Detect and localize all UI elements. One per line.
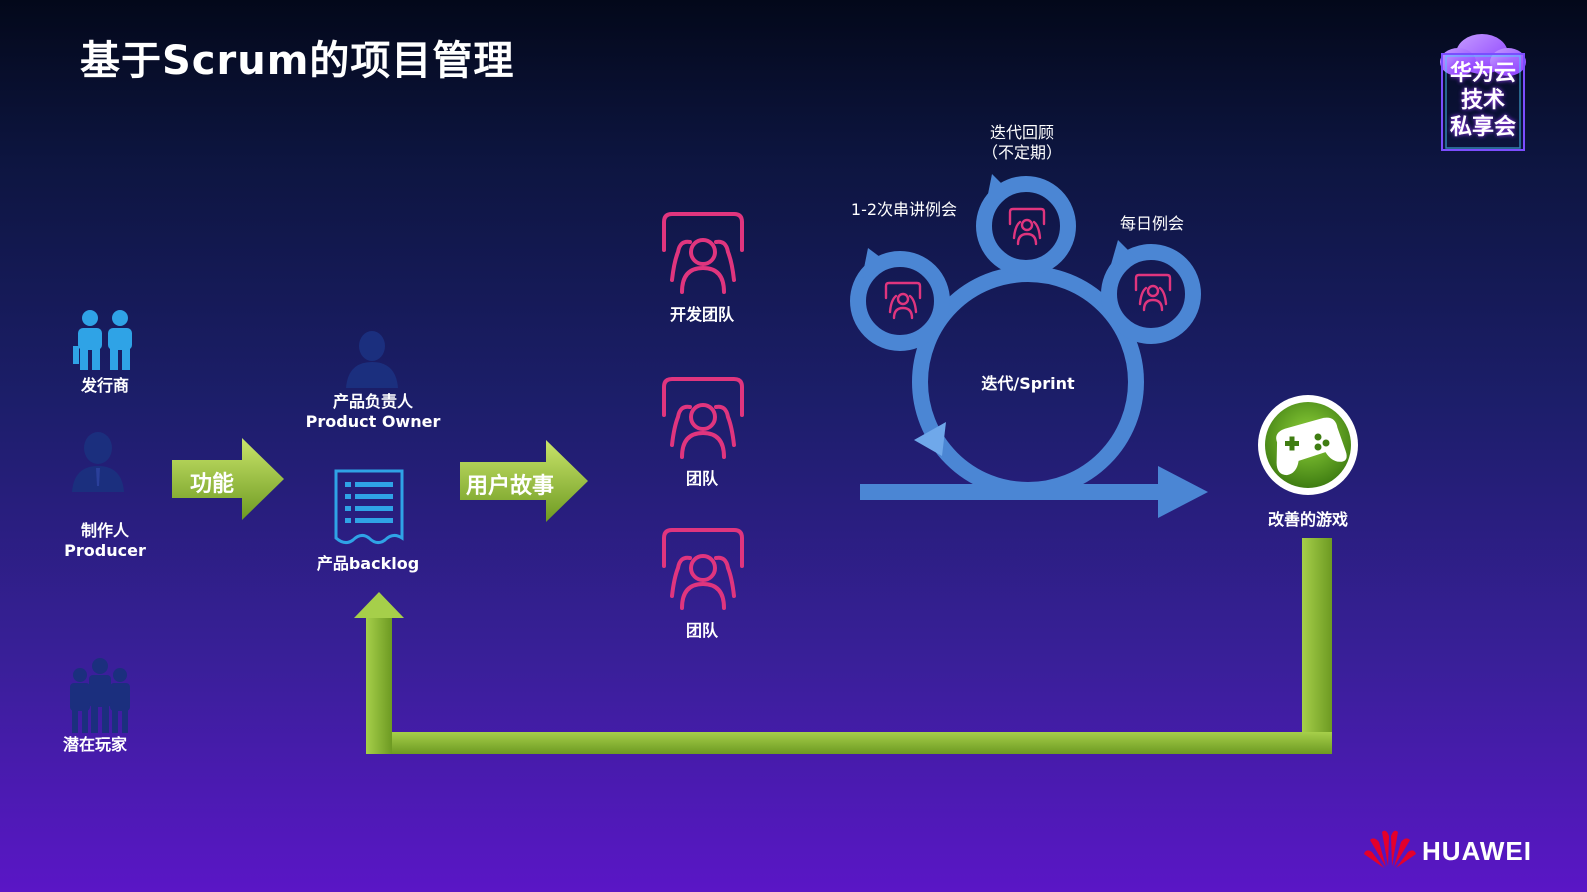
- left-loop-arrowhead: [862, 248, 892, 278]
- sprint-top-loop: [976, 176, 1076, 276]
- players-icon: [70, 658, 130, 733]
- user-story-arrow-label: 用户故事: [466, 474, 555, 499]
- producer-en: Producer: [64, 541, 146, 560]
- badge-text: 华为云 技术 私享会: [1438, 60, 1528, 141]
- right-loop-arrowhead: [1110, 240, 1138, 268]
- publisher-label: 发行商: [80, 376, 129, 395]
- feedback-loop-arrow: [354, 538, 1332, 754]
- badge-line-1: 华为云: [1449, 61, 1516, 86]
- publisher-icon: [73, 310, 132, 370]
- feature-arrow: [172, 438, 284, 520]
- timeline-bar: [860, 484, 1160, 500]
- huawei-brand-text: HUAWEI: [1422, 836, 1532, 866]
- team-label-3: 团队: [685, 621, 718, 640]
- product-owner-en: Product Owner: [305, 412, 441, 431]
- producer-cn: 制作人: [80, 521, 129, 540]
- team-label-1: 开发团队: [669, 305, 734, 324]
- sprint-top-meeting-line2: （不定期）: [981, 143, 1062, 162]
- backlog-document-icon: [334, 469, 404, 545]
- huawei-logo-icon: [1364, 830, 1416, 868]
- badge-line-3: 私享会: [1449, 115, 1516, 140]
- main-loop-arrowhead: [914, 422, 946, 456]
- sprint-right-loop: [1101, 244, 1201, 344]
- timeline-arrowhead: [1158, 466, 1208, 518]
- cloud-badge-icon: [1440, 34, 1526, 151]
- team-icon: [662, 212, 744, 294]
- team-icon: [662, 377, 744, 459]
- result-label: 改善的游戏: [1267, 510, 1348, 529]
- game-controller-icon: [1258, 395, 1358, 495]
- product-owner-cn: 产品负责人: [332, 392, 413, 411]
- team-label-2: 团队: [685, 469, 718, 488]
- sprint-cycle-diagram: [850, 174, 1208, 518]
- backlog-label: 产品backlog: [316, 554, 420, 573]
- feature-arrow-label: 功能: [190, 472, 235, 497]
- sprint-left-loop: [850, 251, 950, 351]
- product-owner-icon: [346, 331, 398, 388]
- page-title: 基于Scrum的项目管理: [80, 38, 515, 84]
- producer-label: 制作人 Producer: [50, 521, 160, 561]
- players-label: 潜在玩家: [62, 735, 127, 754]
- producer-icon: [72, 432, 124, 492]
- sprint-right-meeting-label: 每日例会: [1119, 214, 1184, 233]
- team-icon: [662, 528, 744, 610]
- sprint-center-label: 迭代/Sprint: [981, 374, 1075, 393]
- sprint-left-meeting-label: 1-2次串讲例会: [850, 200, 958, 219]
- user-story-arrow: [460, 440, 588, 522]
- sprint-top-meeting-line1: 迭代回顾: [989, 123, 1054, 142]
- badge-line-2: 技术: [1460, 88, 1505, 113]
- top-loop-arrowhead: [986, 174, 1012, 204]
- sprint-top-meeting-label: 迭代回顾 （不定期）: [962, 123, 1082, 163]
- product-owner-label: 产品负责人 Product Owner: [298, 392, 448, 432]
